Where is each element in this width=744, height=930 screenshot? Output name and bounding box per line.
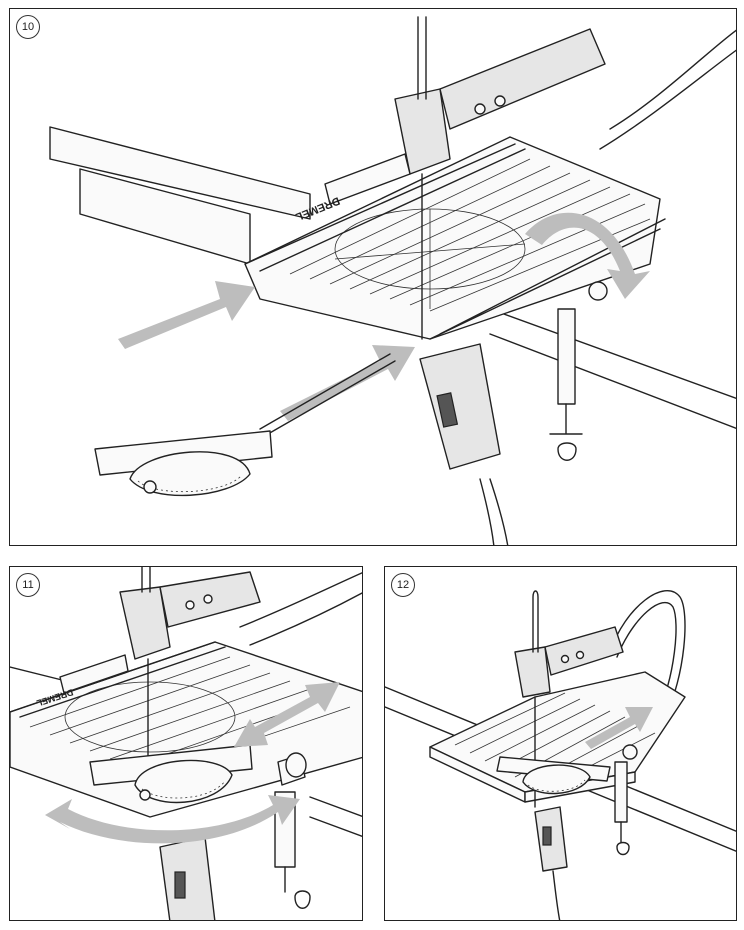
- rotate-arrow: [45, 795, 300, 844]
- rotary-tool-body: [439, 28, 606, 130]
- bench-rail: [49, 126, 311, 220]
- rotary-tool-head: [119, 586, 171, 660]
- power-switch: [436, 392, 459, 428]
- rotary-tool-head: [394, 88, 451, 175]
- figure-12-illustration: [385, 590, 736, 920]
- figure-12-panel: 12: [384, 566, 737, 921]
- figure-11-illustration: DREMEL: [10, 567, 362, 920]
- flex-shaft-arm: [609, 590, 686, 718]
- mount-clamp: [557, 308, 576, 405]
- miter-protractor: [129, 451, 251, 497]
- clamp-knob: [285, 752, 307, 778]
- figure-number-badge: 12: [391, 573, 415, 597]
- figure-number-badge: 10: [16, 15, 40, 39]
- slide-arrow-upper: [118, 281, 255, 349]
- miter-protractor: [522, 764, 591, 795]
- miter-lock-knob: [139, 789, 151, 801]
- saw-table: [244, 136, 661, 340]
- rotary-tool-motor: [159, 836, 216, 920]
- table-grooves: [454, 692, 656, 790]
- power-switch: [174, 871, 186, 899]
- mount-clamp: [614, 761, 628, 823]
- miter-gauge-bar: [259, 353, 396, 435]
- miter-lock-knob: [143, 480, 157, 494]
- brand-plate: [59, 654, 129, 694]
- protractor-scale: [64, 681, 236, 753]
- rotary-tool-body: [544, 626, 624, 676]
- brand-plate: [324, 153, 411, 205]
- rotary-tool-head: [514, 646, 551, 698]
- bench-rail-right: [489, 308, 736, 429]
- clamp-knob: [622, 744, 638, 760]
- slide-arrow-lower: [280, 345, 415, 421]
- figure-10-illustration: DREMEL: [49, 16, 736, 545]
- slide-arrow: [585, 707, 653, 749]
- slide-arrow: [234, 682, 340, 747]
- figure-number-badge: 11: [16, 573, 40, 597]
- figure-10-panel: 10 DREMEL: [9, 8, 737, 546]
- rotate-arrow: [525, 212, 650, 299]
- figure-11-panel: 11 DREMEL: [9, 566, 363, 921]
- miter-protractor: [134, 759, 233, 804]
- power-switch: [542, 826, 552, 846]
- rotary-tool-motor: [419, 343, 501, 470]
- clamp-knob: [588, 281, 608, 301]
